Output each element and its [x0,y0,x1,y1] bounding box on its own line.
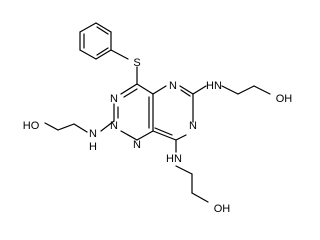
hydroxyl-label-right: OH [276,93,293,105]
hydrogen-label-left: H [89,141,97,153]
hydroxyl-label-bottom: OH [214,203,231,215]
substituent-bonds [44,85,271,203]
nitrogen-label-n4: N [133,139,141,151]
hydroxyl-label-left: HO [23,120,40,132]
phenyl-ring [79,22,112,60]
thioether-bonds [110,49,138,85]
structure-canvas: S N N N N N HN OH N H HO HN OH [22,22,293,215]
nh-label-right: HN [206,80,222,92]
nh-label-bottom: HN [166,153,182,165]
nitrogen-label-n8: N [169,80,177,92]
nitrogen-label-n3: N [110,120,118,132]
nitrogen-label-n6: N [189,120,197,132]
atom-labels: S N N N N N HN OH N H HO HN OH [23,57,293,215]
left-pyrimidine-ring [113,83,154,141]
right-pyrimidine-ring [152,85,194,141]
molecule-drawing: S N N N N N HN OH N H HO HN OH [23,22,293,215]
nh-label-left: N [89,128,97,140]
sulfur-label: S [133,57,140,69]
nitrogen-label-n1: N [110,93,118,105]
